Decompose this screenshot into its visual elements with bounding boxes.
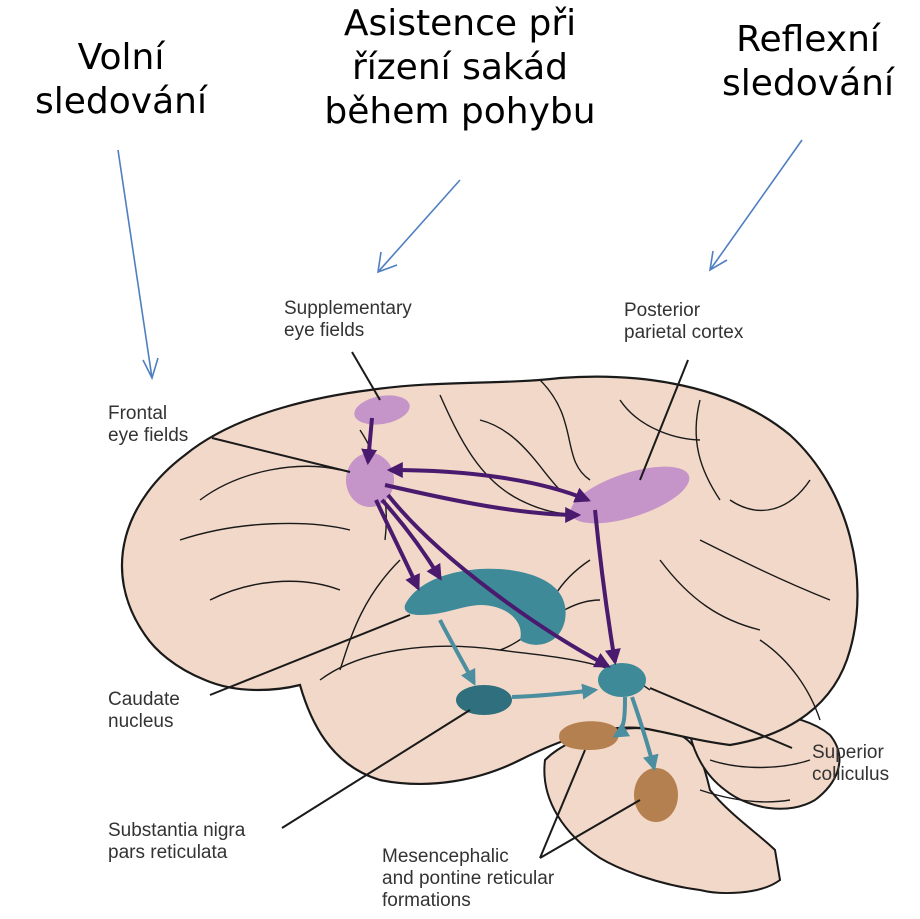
- arrow-voluntary: [118, 150, 152, 378]
- arrow-reflex: [710, 140, 802, 270]
- saccade-assistance-heading: Asistence při řízení sakád během pohybu: [310, 2, 610, 134]
- caudate-nucleus-label: Caudate nucleus: [108, 689, 180, 733]
- substantia-nigra-region: [456, 685, 512, 715]
- reflex-tracking-heading: Reflexní sledování: [708, 18, 908, 106]
- arrow-saccade: [378, 180, 460, 272]
- frontal-eye-fields-label: Frontal eye fields: [108, 403, 188, 447]
- reticular-formation-region-2: [634, 768, 678, 822]
- supplementary-eye-fields-label: Supplementary eye fields: [284, 298, 412, 342]
- substantia-nigra-label: Substantia nigra pars reticulata: [108, 820, 245, 864]
- superior-colliculus-region: [598, 663, 646, 697]
- posterior-parietal-cortex-label: Posterior parietal cortex: [624, 300, 743, 344]
- voluntary-tracking-heading: Volní sledování: [28, 36, 214, 124]
- mesencephalic-reticular-label: Mesencephalic and pontine reticular form…: [382, 846, 554, 912]
- superior-colliculus-label: Superior colliculus: [812, 742, 889, 786]
